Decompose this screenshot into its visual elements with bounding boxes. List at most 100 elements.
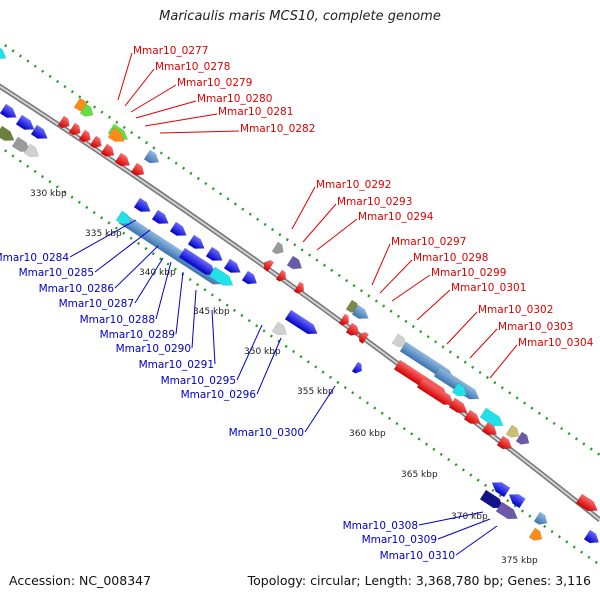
gene-arrow (479, 407, 504, 427)
leader-line (455, 525, 498, 556)
leader-line (236, 324, 263, 381)
gene-arrow (0, 103, 17, 118)
gene-arrow (505, 424, 520, 438)
gene-arrow (451, 382, 468, 397)
gene-arrow (151, 209, 169, 224)
gene-label-reverse: Mmar10_0289 (100, 329, 175, 341)
leader-line (211, 309, 216, 365)
leader-line (489, 344, 518, 379)
map-title: Maricaulis maris MCS10, complete genome (159, 9, 441, 24)
gene-arrow (68, 122, 81, 136)
gene-arrow (528, 527, 543, 541)
gene-label-reverse: Mmar10_0286 (39, 283, 115, 295)
gene-label-forward: Mmar10_0302 (478, 304, 553, 316)
gene-arrow (284, 309, 318, 335)
gene-label-forward: Mmar10_0292 (316, 179, 391, 191)
gene-arrow (271, 241, 284, 255)
gene-arrow (271, 321, 288, 336)
leader-line (94, 229, 151, 273)
leader-line (144, 113, 218, 127)
leader-line (159, 130, 240, 134)
leader-line (175, 271, 184, 335)
leader-line (124, 68, 155, 107)
leader-line (302, 203, 337, 243)
leader-line (418, 511, 484, 526)
gene-label-reverse: Mmar10_0309 (362, 534, 437, 546)
gene-label-forward: Mmar10_0297 (391, 236, 466, 248)
leader-line (191, 289, 197, 349)
leader-line (114, 245, 159, 289)
gene-arrow (114, 152, 131, 167)
gene-arrow (496, 435, 513, 450)
gene-label-reverse: Mmar10_0296 (181, 389, 257, 401)
gene-arrow (286, 255, 303, 270)
gene-label-forward: Mmar10_0282 (240, 123, 315, 135)
tick-label: 330 kbp (30, 189, 67, 199)
gene-label-forward: Mmar10_0278 (155, 61, 230, 73)
gene-label-forward: Mmar10_0299 (431, 267, 506, 279)
gene-arrow (223, 258, 241, 273)
leader-line (69, 219, 137, 258)
gene-label-forward: Mmar10_0281 (218, 106, 293, 118)
gene-arrow (100, 143, 115, 157)
tick-label: 360 kbp (349, 429, 386, 439)
gene-arrow (78, 129, 91, 143)
gene-arrow (0, 43, 7, 59)
gene-label-reverse: Mmar10_0290 (116, 343, 191, 355)
leader-line (316, 218, 358, 251)
gene-label-reverse: Mmar10_0300 (229, 427, 304, 439)
topology-text: Topology: circular; Length: 3,368,780 bp… (247, 573, 591, 588)
gene-arrow (515, 431, 530, 445)
gene-labels: Mmar10_0277Mmar10_0278Mmar10_0279Mmar10_… (0, 45, 594, 562)
gene-arrow (416, 377, 454, 405)
gene-arrow (263, 259, 275, 272)
gene-arrow (107, 127, 125, 142)
gene-label-reverse: Mmar10_0295 (161, 375, 236, 387)
gene-label-forward: Mmar10_0301 (451, 282, 526, 294)
gene-track (0, 43, 600, 544)
leader-line (256, 337, 282, 395)
gene-arrow (351, 361, 362, 374)
leader-line (155, 261, 172, 320)
leader-line (117, 52, 133, 101)
leader-line (391, 274, 431, 302)
gene-arrow (583, 529, 600, 544)
tick-label: 370 kbp (451, 512, 488, 522)
gene-arrow (533, 511, 548, 525)
gene-arrow (491, 482, 511, 498)
gene-arrow (338, 313, 349, 326)
gene-arrow (89, 135, 102, 149)
outer-dotted-track (0, 40, 600, 567)
leader-line (135, 100, 197, 119)
tick-label: 340 kbp (139, 268, 176, 278)
gene-arrow (169, 221, 187, 236)
gene-label-forward: Mmar10_0293 (337, 196, 412, 208)
gene-label-forward: Mmar10_0303 (498, 321, 573, 333)
leader-line (291, 186, 316, 230)
tick-label: 375 kbp (501, 556, 538, 566)
gene-arrow (0, 125, 15, 141)
gene-arrow (57, 115, 70, 129)
accession-text: Accession: NC_008347 (9, 573, 152, 588)
leader-line (304, 385, 336, 433)
gene-arrow (358, 331, 370, 344)
gene-label-forward: Mmar10_0298 (413, 252, 488, 264)
gene-arrow (15, 114, 35, 130)
tick-label: 350 kbp (244, 347, 281, 357)
gene-arrow (30, 124, 48, 139)
gene-label-forward: Mmar10_0294 (358, 211, 434, 223)
gene-arrow (575, 493, 598, 512)
gene-arrow (463, 409, 481, 424)
gene-arrow (143, 149, 160, 164)
gene-label-reverse: Mmar10_0291 (139, 359, 214, 371)
gene-arrow (115, 210, 132, 225)
gene-arrow (448, 397, 468, 413)
gene-arrow (130, 162, 145, 176)
gene-arrow (508, 494, 526, 509)
leader-line (437, 518, 491, 540)
tick-label: 345 kbp (193, 307, 230, 317)
leader-line (134, 257, 164, 304)
gene-label-reverse: Mmar10_0285 (19, 267, 94, 279)
